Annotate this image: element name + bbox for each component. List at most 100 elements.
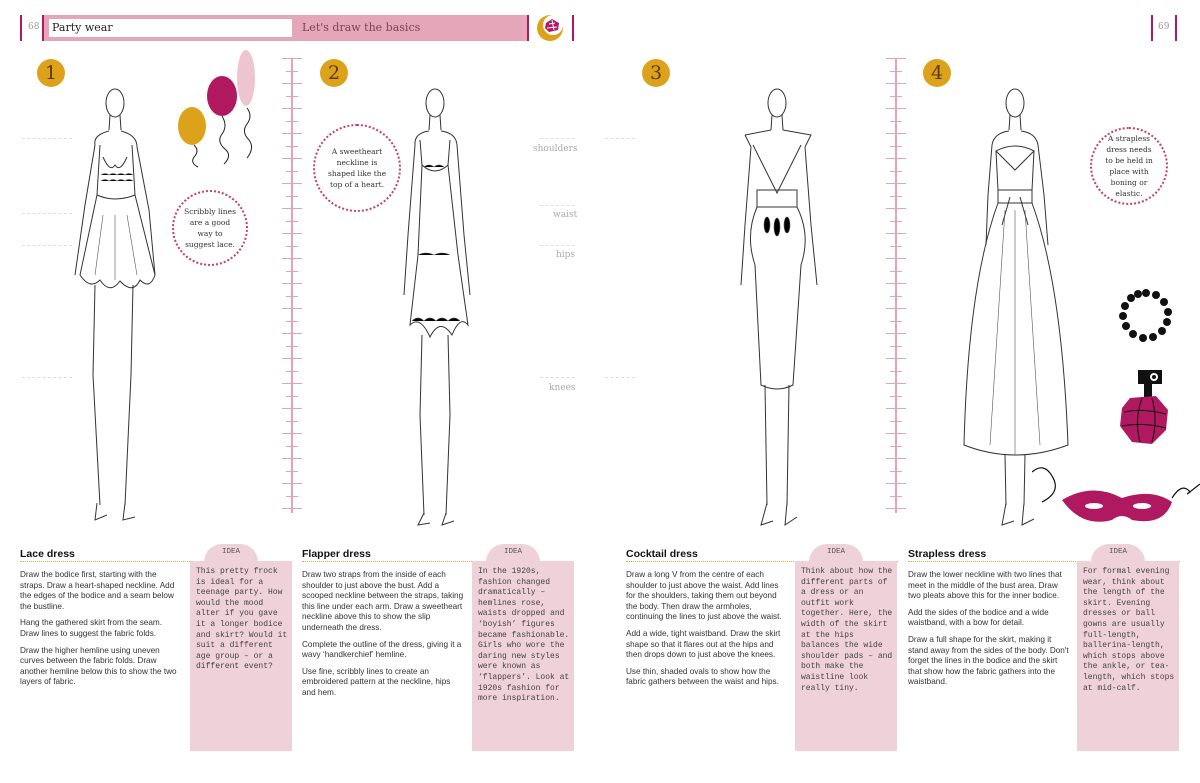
instruction-paragraph: Draw a full shape for the skirt, making …	[908, 634, 1069, 687]
ruler-tick	[886, 233, 906, 234]
guide-line	[540, 245, 575, 246]
guide-line	[540, 377, 575, 378]
idea-label: IDEA	[1091, 544, 1145, 562]
ruler-tick	[886, 83, 906, 84]
guide-line	[22, 138, 72, 139]
ruler-tick	[282, 283, 302, 284]
ruler-tick	[890, 95, 902, 97]
idea-label: IDEA	[809, 544, 863, 562]
ruler-tick	[282, 308, 302, 309]
ruler-tick	[886, 183, 906, 184]
dress-instructions-flapper: Draw two straps from the inside of each …	[302, 570, 464, 705]
instruction-paragraph: Use thin, shaded ovals to show how the f…	[626, 666, 779, 687]
ruler-tick	[282, 58, 302, 59]
instruction-paragraph: Draw the lower neckline with two lines t…	[908, 570, 1062, 601]
lace-dress-figure	[74, 88, 156, 521]
callout-strapless: A strapless dress needs to be held in pl…	[1090, 127, 1168, 205]
height-ruler	[886, 58, 906, 513]
section-title: Party wear	[49, 19, 292, 37]
ruler-tick	[286, 145, 298, 147]
guide-label-waist: waist	[553, 210, 578, 220]
ruler-tick	[286, 295, 298, 297]
dress-title-cocktail: Cocktail dress	[626, 548, 698, 560]
ruler-tick	[886, 133, 906, 134]
ruler-tick	[282, 333, 302, 334]
perfume-bottle-icon	[1120, 370, 1168, 444]
dress-title-strapless: Strapless dress	[908, 548, 987, 560]
ruler-tick	[886, 483, 906, 484]
ruler-tick	[890, 170, 902, 172]
ruler-tick	[886, 333, 906, 334]
ruler-tick	[282, 133, 302, 134]
dress-instructions-strapless: Draw the lower neckline with two lines t…	[908, 570, 1070, 694]
pencil-crescent-logo-icon	[537, 15, 563, 41]
page-number-left: 68	[28, 22, 40, 32]
ruler-tick	[886, 433, 906, 434]
page-68: 68 Party wear Let's draw the basics shou…	[20, 15, 578, 751]
instruction-paragraph: Draw the bodice first, starting with the…	[20, 570, 175, 611]
ruler-tick	[890, 445, 902, 447]
instruction-paragraph: Hang the gathered skirt from the seam. D…	[20, 618, 162, 638]
ruler-tick	[886, 408, 906, 409]
instruction-paragraph: Use fine, scribbly lines to create an em…	[302, 666, 451, 697]
header-tick	[20, 15, 22, 41]
dress-title-lace: Lace dress	[20, 548, 75, 560]
instruction-paragraph: Add a wide, tight waistband. Draw the sk…	[626, 628, 781, 660]
ruler-tick	[282, 108, 302, 109]
guide-line	[22, 213, 72, 214]
ruler-tick	[886, 508, 906, 509]
instruction-paragraph: Draw the higher hemline using uneven cur…	[20, 645, 177, 687]
instruction-paragraph: Add the sides of the bodice and a wide w…	[908, 607, 1049, 628]
ruler-tick	[282, 233, 302, 234]
idea-label: IDEA	[486, 544, 540, 562]
ruler-tick	[890, 320, 902, 322]
ruler-tick	[886, 383, 906, 384]
guide-line	[22, 245, 72, 246]
ruler-tick	[282, 458, 302, 459]
ruler-tick	[286, 495, 298, 497]
ruler-tick	[286, 195, 298, 197]
instruction-paragraph: Draw a long V from the centre of each sh…	[626, 570, 782, 622]
title-underline	[302, 561, 574, 562]
page-69: 69 3 4	[600, 0, 1200, 783]
balloons-icon	[178, 50, 255, 168]
instruction-paragraph: Complete the outline of the dress, givin…	[302, 639, 462, 660]
dress-instructions-cocktail: Draw a long V from the centre of each sh…	[626, 570, 788, 694]
ruler-tick	[886, 108, 906, 109]
ruler-tick	[282, 83, 302, 84]
callout-sweetheart: A sweetheart neckline is shaped like the…	[313, 124, 401, 212]
header-tick	[572, 15, 574, 41]
bead-necklace-icon	[1119, 289, 1172, 342]
ruler-tick	[886, 283, 906, 284]
ruler-tick	[286, 470, 298, 472]
ruler-tick	[890, 195, 902, 197]
ruler-tick	[286, 170, 298, 172]
ruler-tick	[286, 420, 298, 422]
idea-text: Think about how the different parts of a…	[795, 561, 897, 751]
title-underline	[908, 561, 1180, 562]
guide-label-shoulders: shoulders	[533, 144, 578, 154]
step-badge-2: 2	[320, 59, 348, 87]
header-tick	[1151, 15, 1153, 41]
idea-text: In the 1920s, fashion changed dramatical…	[472, 561, 574, 751]
ruler-tick	[286, 220, 298, 222]
ruler-tick	[890, 470, 902, 472]
idea-text: For formal evening wear, think about the…	[1077, 561, 1179, 751]
ruler-tick	[886, 158, 906, 159]
dress-instructions-lace: Draw the bodice first, starting with the…	[20, 570, 180, 694]
instruction-paragraph: Draw two straps from the inside of each …	[302, 570, 464, 632]
ruler-tick	[890, 270, 902, 272]
ruler-tick	[286, 445, 298, 447]
step-badge-3: 3	[642, 59, 670, 87]
ruler-tick	[890, 120, 902, 122]
callout-lace: Scribbly lines are a good way to suggest…	[172, 190, 248, 266]
ruler-tick	[286, 120, 298, 122]
ruler-tick	[286, 370, 298, 372]
ruler-tick	[886, 458, 906, 459]
idea-text: This pretty frock is ideal for a teenage…	[190, 561, 292, 751]
ruler-tick	[282, 183, 302, 184]
strapless-dress-figure	[963, 88, 1069, 526]
ruler-tick	[886, 208, 906, 209]
ruler-tick	[886, 258, 906, 259]
